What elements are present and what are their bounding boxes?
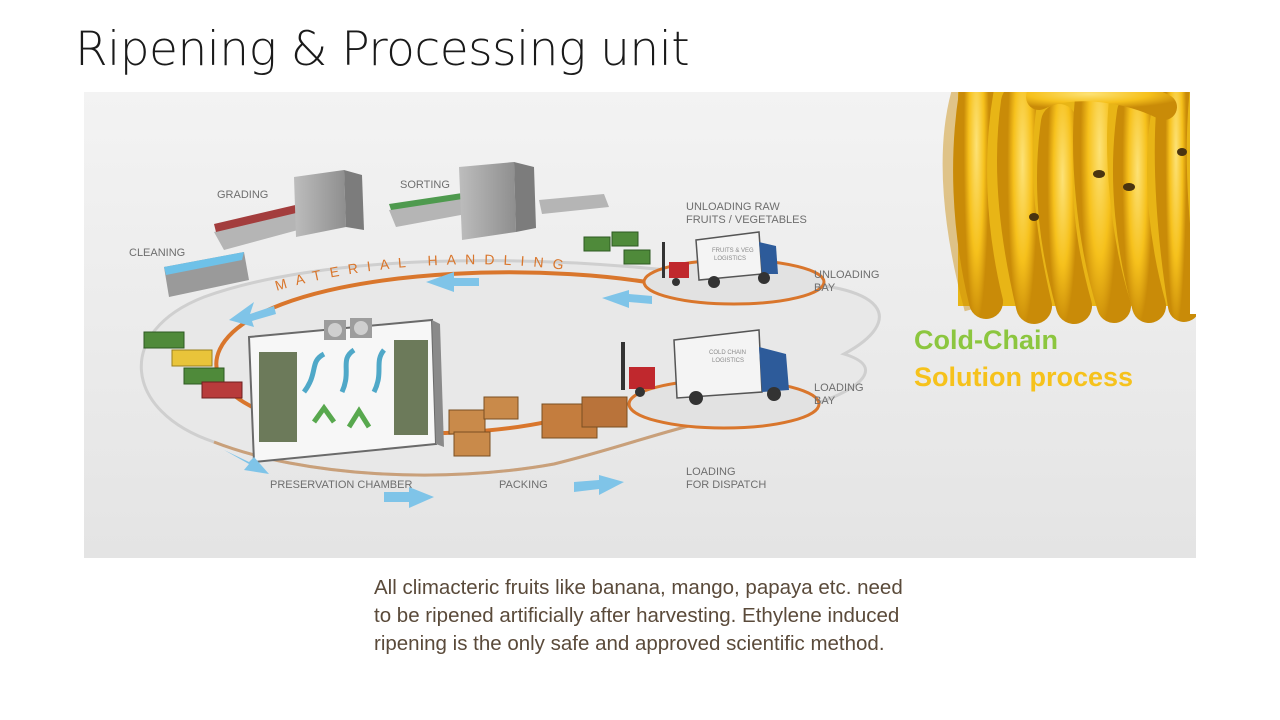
label-unloading-bay-1: UNLOADING [814, 269, 879, 281]
truck-1-text-2: LOGISTICS [714, 256, 746, 262]
process-diagram: MATERIAL HANDLING FRUITS & VEG LOGISTICS [84, 92, 1196, 558]
truck-2-text-2: LOGISTICS [712, 358, 744, 364]
caption-line-1: All climacteric fruits like banana, mang… [374, 576, 903, 599]
label-unloading-bay-2: BAY [814, 282, 836, 294]
cleaning-station [164, 252, 249, 297]
slide-title: Ripening & Processing unit [75, 22, 690, 77]
label-loading-bay-1: LOADING [814, 382, 864, 394]
packing-crates [448, 396, 628, 457]
label-loading-bay-2: BAY [814, 395, 836, 407]
cold-chain-line-1: Cold-Chain [914, 325, 1058, 355]
label-loading-dispatch-2: FOR DISPATCH [686, 479, 766, 491]
flow-arrows [224, 272, 652, 508]
label-grading: GRADING [217, 189, 268, 201]
label-loading-dispatch-1: LOADING [686, 466, 736, 478]
grading-station [214, 170, 364, 250]
caption-line-2: to be ripened artificially after harvest… [374, 604, 900, 627]
label-cleaning: CLEANING [129, 247, 185, 259]
truck-2-text-1: COLD CHAIN [709, 350, 746, 356]
label-sorting: SORTING [400, 179, 450, 191]
caption: All climacteric fruits like banana, mang… [374, 574, 1004, 658]
unloading-truck: FRUITS & VEG LOGISTICS [662, 231, 778, 288]
label-unloading-raw-1: UNLOADING RAW [686, 201, 780, 213]
unloading-crates [583, 231, 651, 265]
truck-1-text-1: FRUITS & VEG [712, 248, 754, 254]
label-preservation-chamber: PRESERVATION CHAMBER [270, 479, 412, 491]
label-unloading-raw-2: FRUITS / VEGETABLES [686, 214, 807, 226]
loading-truck: COLD CHAIN LOGISTICS [621, 329, 789, 405]
label-packing: PACKING [499, 479, 548, 491]
sorting-station [389, 162, 609, 240]
preservation-chamber [247, 318, 444, 464]
banana-photo [942, 92, 1196, 324]
packed-crates-left [143, 331, 243, 399]
caption-line-3: ripening is the only safe and approved s… [374, 632, 885, 655]
cold-chain-line-2: Solution process [914, 362, 1133, 392]
